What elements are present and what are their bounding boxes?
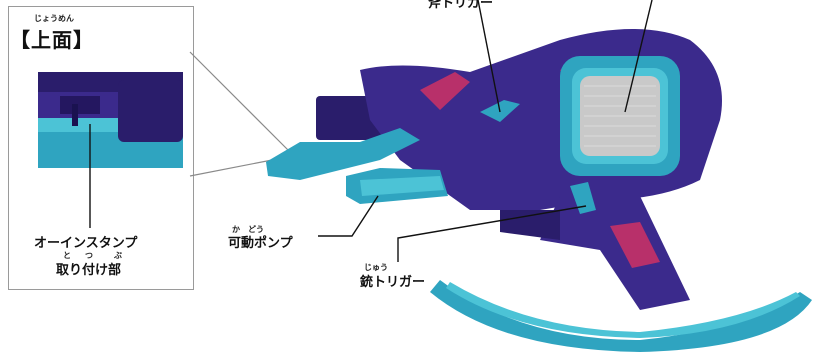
- stamp-slot-ruby-2: つ: [85, 251, 93, 260]
- gun-trigger-leader: [397, 205, 587, 262]
- stamp-slot-label-line2: 取り付け部: [56, 263, 122, 278]
- screen-leader: [624, 0, 653, 113]
- top-trigger-label: 斧トリガー: [428, 0, 494, 11]
- gun-trigger-label: 銃トリガー: [360, 275, 426, 290]
- inset-zoom-line-top: [189, 51, 291, 153]
- stamp-slot-ruby-1: と: [63, 251, 71, 260]
- gun-trigger-ruby: じゅう: [364, 263, 388, 272]
- top-view-illustration: [38, 72, 183, 168]
- gun-illustration: [266, 29, 812, 352]
- inset-zoom-line-bottom: [189, 159, 273, 177]
- pump-label: 可動ポンプ: [228, 236, 293, 251]
- stamp-slot-ruby-3: ぶ: [114, 251, 122, 260]
- top-view-title: 【上面】: [10, 28, 94, 52]
- top-view-title-ruby: じょうめん: [34, 14, 74, 23]
- top-trigger-leader: [477, 0, 501, 113]
- pump-leader: [318, 195, 379, 237]
- stamp-slot-label-line1: オーインスタンプ: [34, 236, 138, 251]
- pump-ruby-2: どう: [248, 225, 264, 234]
- pump-ruby-1: か: [232, 225, 240, 234]
